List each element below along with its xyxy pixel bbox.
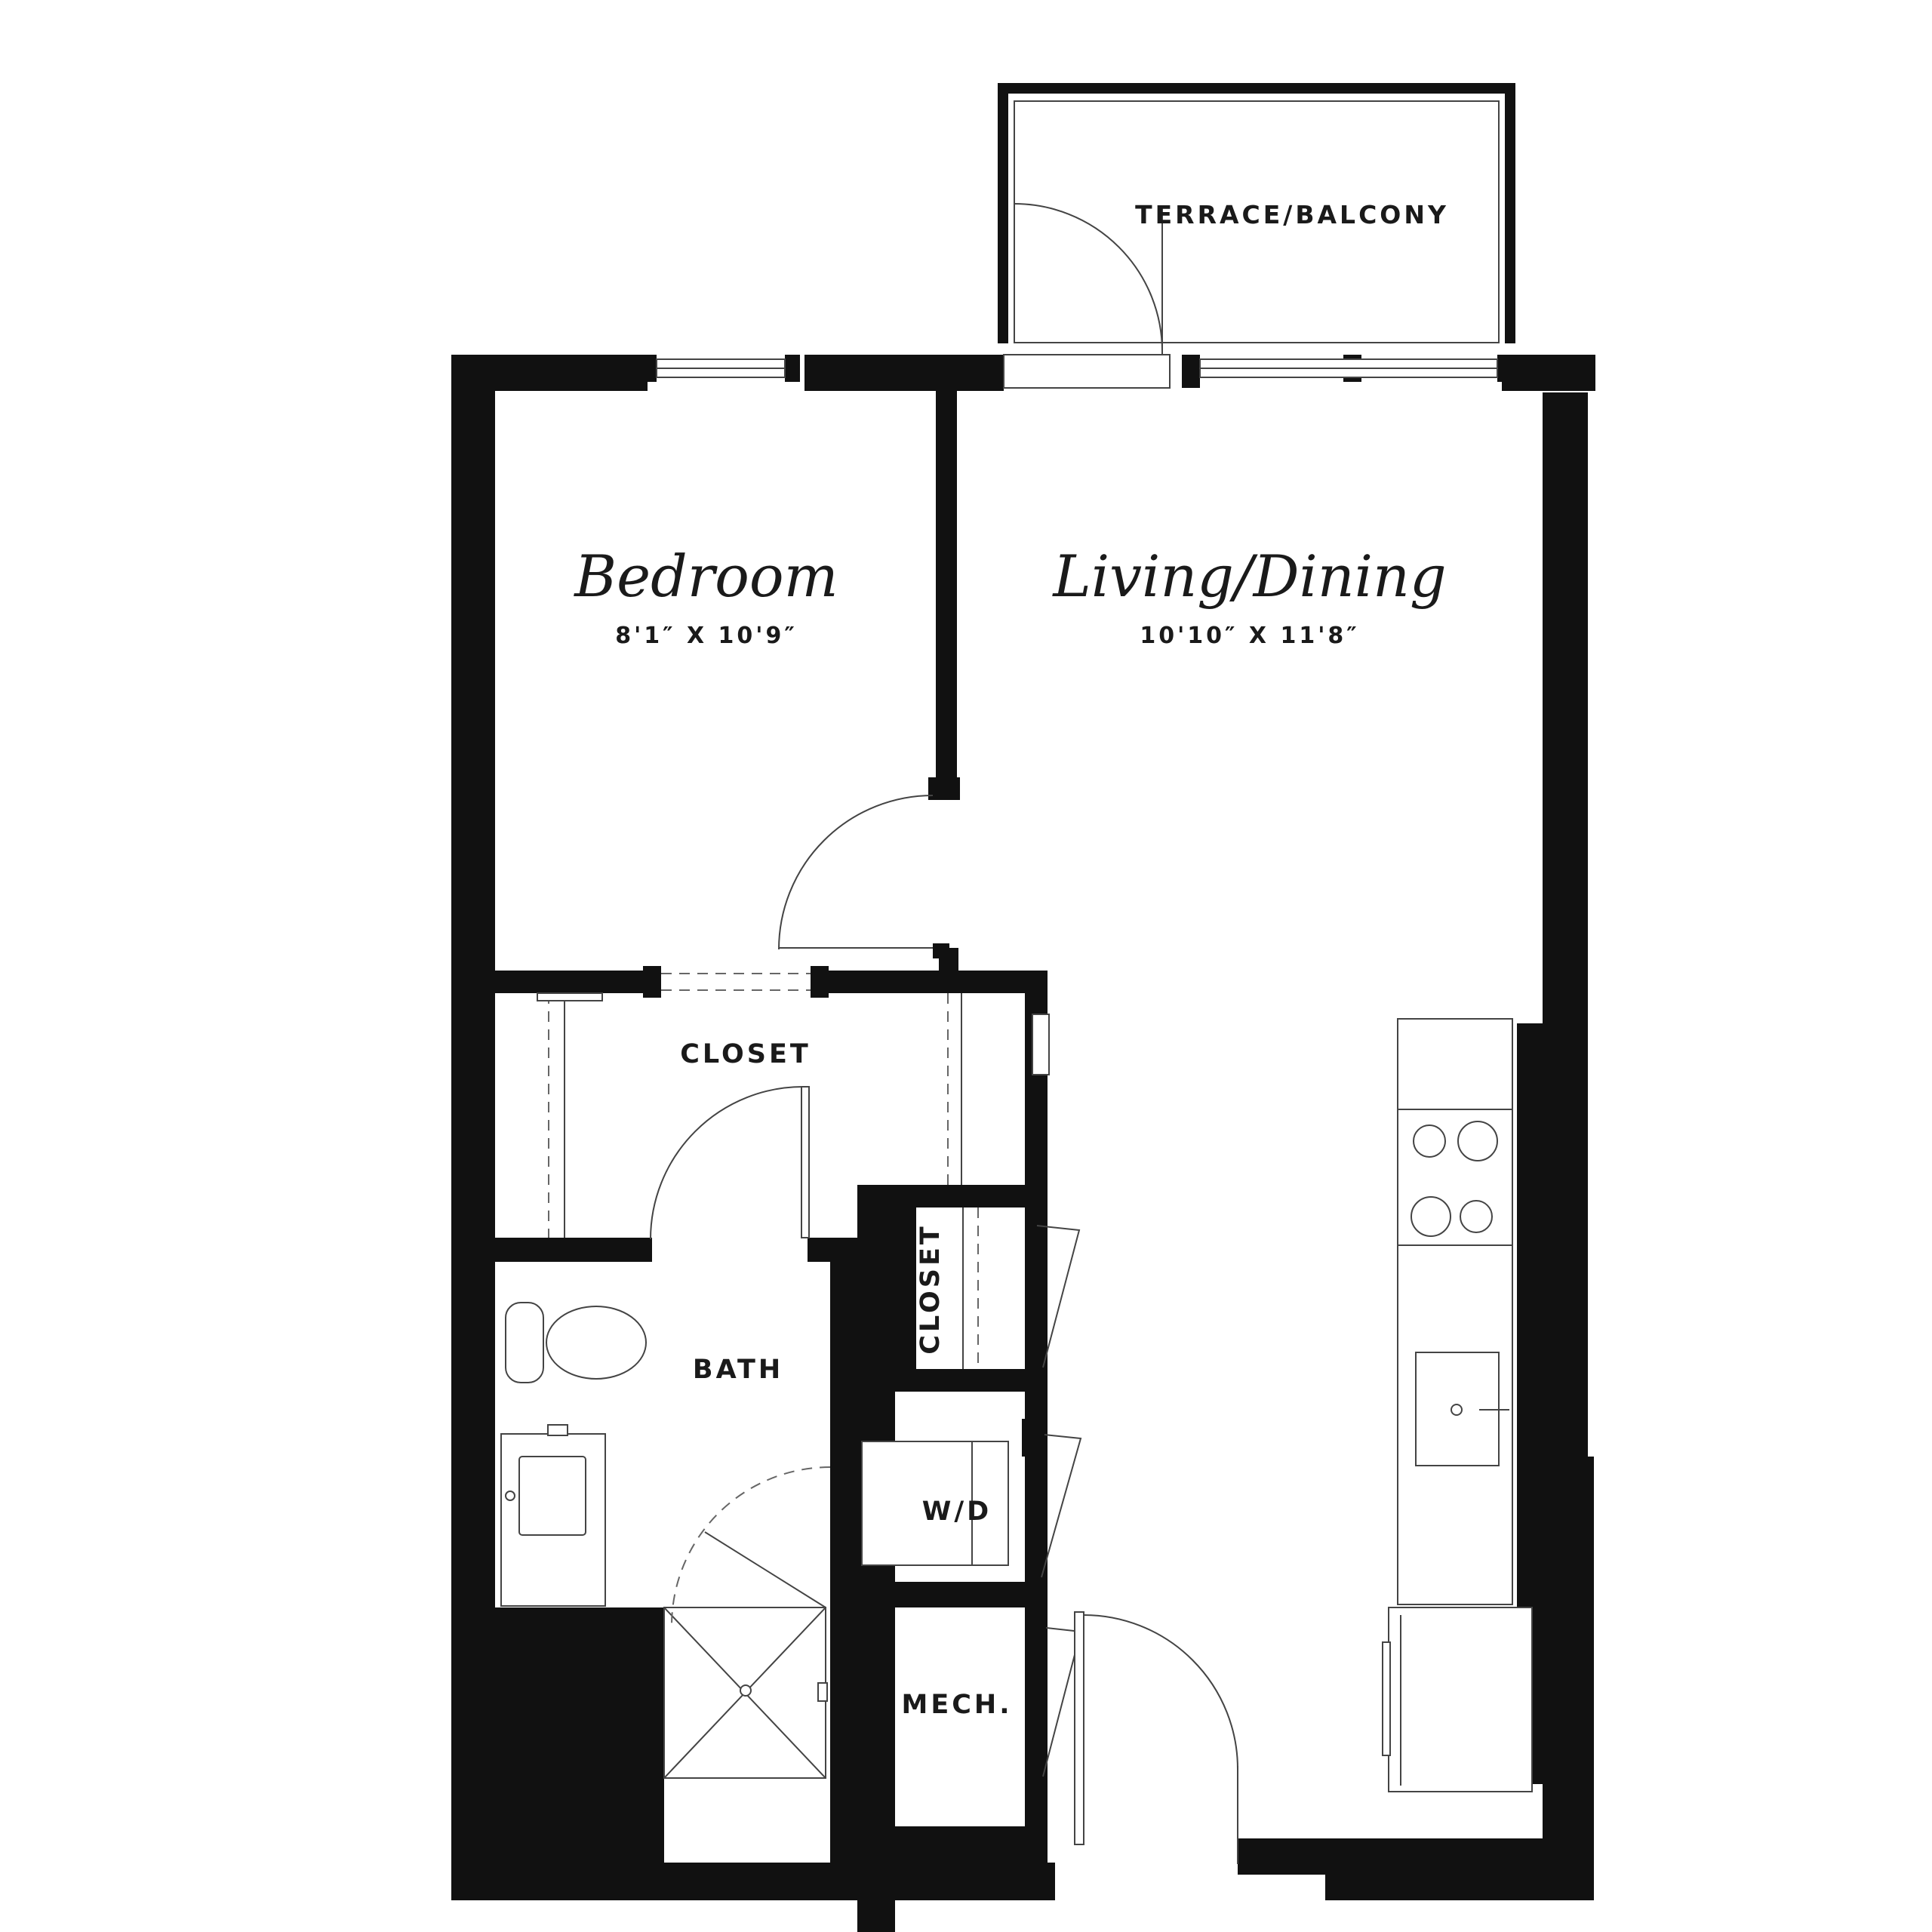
bedroom-dimensions: 8'1″ X 10'9″ <box>615 623 798 649</box>
burner-2 <box>1457 1121 1498 1161</box>
burner-4 <box>1460 1200 1493 1233</box>
mech-label: MECH. <box>901 1690 1012 1720</box>
washer-dryer <box>861 1419 1082 1578</box>
closet-small-label: CLOSET <box>915 1223 946 1355</box>
living-title: Living/Dining <box>1051 543 1446 610</box>
toilet-bowl <box>546 1306 647 1380</box>
closet-main-label: CLOSET <box>680 1039 811 1069</box>
shower-door-swing <box>671 1466 831 1626</box>
terrace-balcony <box>998 83 1515 356</box>
labels: TERRACE/BALCONY Bedroom 8'1″ X 10'9″ Liv… <box>573 200 1449 1720</box>
living-window <box>1182 355 1512 388</box>
living-dimensions: 10'10″ X 11'8″ <box>1140 623 1359 649</box>
toilet-tank <box>505 1302 544 1383</box>
terrace-label: TERRACE/BALCONY <box>1135 200 1449 229</box>
bedroom-door-swing <box>778 795 934 950</box>
washer-dryer-unit <box>861 1441 1009 1566</box>
shower-drain <box>740 1684 752 1697</box>
bath-sink <box>518 1456 586 1536</box>
entry-door-swing <box>1083 1614 1238 1770</box>
terrace-door-swing <box>1014 203 1163 352</box>
bath-label: BATH <box>693 1355 783 1385</box>
entry-door <box>1074 1611 1238 1864</box>
closet-door-swing <box>650 1086 804 1240</box>
kitchen-counter <box>1397 1018 1513 1605</box>
burner-3 <box>1411 1196 1451 1237</box>
closet-small <box>962 1208 1081 1369</box>
kitchen <box>1382 1018 1533 1792</box>
refrigerator <box>1388 1607 1533 1792</box>
wd-label: W/D <box>922 1497 992 1527</box>
windows <box>641 354 1512 389</box>
bedroom-title: Bedroom <box>573 543 838 610</box>
burner-1 <box>1413 1124 1446 1158</box>
mech-room <box>1025 1607 1082 1777</box>
terrace-door-threshold <box>1003 354 1171 389</box>
closet-main <box>537 992 962 1240</box>
bath <box>500 1302 831 1779</box>
bedroom-window <box>641 355 800 382</box>
